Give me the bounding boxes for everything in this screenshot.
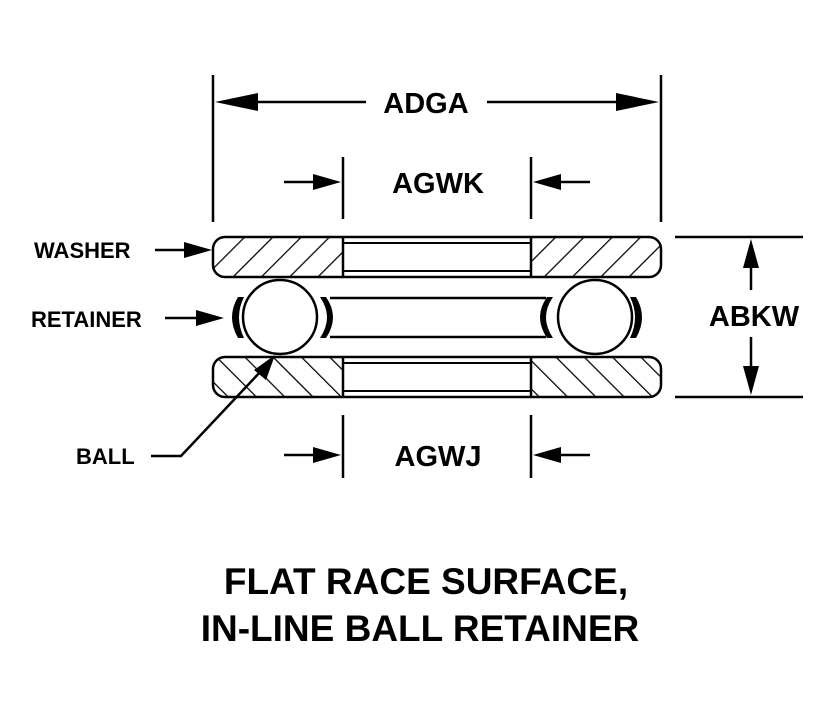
ball-left [241, 278, 319, 356]
arrow-up-icon [743, 239, 759, 268]
arrow-left-icon [533, 447, 561, 463]
callout-retainer: RETAINER [31, 307, 224, 332]
arrow-down-icon [743, 366, 759, 395]
diagram-title: FLAT RACE SURFACE, IN-LINE BALL RETAINER [201, 561, 640, 649]
dim-label-abkw: ABKW [709, 301, 800, 333]
arrow-right-icon [184, 242, 212, 258]
retainer [232, 296, 642, 339]
callout-label-retainer: RETAINER [31, 307, 142, 332]
top-washer [211, 235, 663, 279]
title-line-2: IN-LINE BALL RETAINER [201, 608, 640, 649]
dimension-agwk: AGWK [284, 157, 590, 219]
balls [241, 278, 634, 356]
title-line-1: FLAT RACE SURFACE, [224, 561, 628, 602]
dimension-abkw: ABKW [675, 235, 803, 399]
callout-washer: WASHER [34, 238, 212, 263]
dim-label-agwk: AGWK [392, 168, 484, 200]
arrow-right-icon [313, 447, 341, 463]
dimension-agwj: AGWJ [284, 415, 590, 478]
dim-label-agwj: AGWJ [395, 441, 482, 473]
arrow-right-icon [616, 93, 659, 111]
arrow-icon [254, 355, 275, 380]
arrow-left-icon [215, 93, 258, 111]
callout-label-washer: WASHER [34, 238, 131, 263]
arrow-right-icon [196, 310, 224, 326]
dim-label-adga: ADGA [383, 88, 468, 120]
arrow-right-icon [313, 174, 341, 190]
leader-line [151, 369, 263, 458]
callout-ball: BALL [76, 355, 275, 469]
dimension-adga: ADGA [211, 75, 663, 222]
bottom-washer [211, 355, 663, 399]
arrow-left-icon [533, 174, 561, 190]
ball-right [556, 278, 634, 356]
callout-label-ball: BALL [76, 444, 135, 469]
